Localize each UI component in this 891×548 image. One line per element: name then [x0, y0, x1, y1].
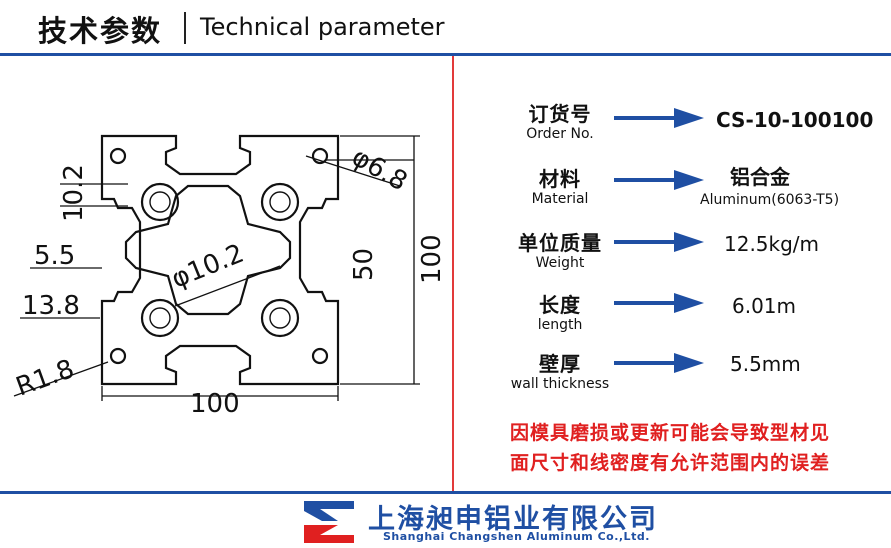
profile-drawing: 100 100 50 φ6.8 10.2 5.5 13.8 R1.8 φ10.2 — [12, 134, 447, 419]
dim-center-hole: φ10.2 — [167, 239, 248, 295]
param-cn: 长度 — [539, 293, 581, 317]
param-value-order: CS-10-100100 — [716, 108, 874, 132]
param-en: Material — [531, 191, 589, 207]
param-cn: 单位质量 — [518, 231, 602, 255]
param-value-material: 铝合金 — [730, 165, 790, 189]
arrow-icon — [614, 232, 704, 252]
company-name-cn: 上海昶申铝业有限公司 — [368, 504, 658, 535]
dim-width: 100 — [190, 389, 240, 419]
dim-slot: 13.8 — [22, 291, 80, 321]
dim-slot-top: 10.2 — [59, 164, 89, 222]
param-cn: 壁厚 — [539, 352, 581, 376]
title-separator — [184, 12, 186, 44]
vertical-divider — [452, 56, 454, 492]
arrow-icon — [614, 353, 704, 373]
param-label-order: 订货号 Order No. — [510, 103, 610, 143]
dim-hole: φ6.8 — [347, 142, 413, 197]
param-label-length: 长度 length — [510, 294, 610, 334]
note-line-1: 因模具磨损或更新可能会导致型材见 — [509, 422, 830, 444]
param-en: wall thickness — [510, 376, 610, 392]
param-value-weight: 12.5kg/m — [724, 232, 820, 256]
company-name-en: Shanghai Changshen Aluminum Co.,Ltd. — [383, 530, 650, 543]
note-line-2: 面尺寸和线密度有允许范围内的误差 — [509, 452, 830, 474]
param-en: length — [537, 317, 583, 333]
bottom-divider — [0, 491, 891, 494]
profile-cavity — [124, 184, 292, 316]
param-cn: 订货号 — [528, 102, 592, 126]
profile-outline — [100, 134, 340, 386]
param-value-material-sub: Aluminum(6063-T5) — [700, 192, 840, 208]
company-logo-icon — [304, 501, 354, 543]
param-en: Weight — [535, 255, 585, 271]
param-value-wall: 5.5mm — [730, 352, 801, 376]
dim-inner: 50 — [349, 248, 379, 281]
arrow-icon — [614, 108, 704, 128]
page-title: 技术参数 — [38, 14, 163, 48]
top-divider — [0, 53, 891, 56]
param-label-wall: 壁厚 wall thickness — [490, 353, 630, 393]
param-label-material: 材料 Material — [510, 168, 610, 208]
arrow-icon — [614, 293, 704, 313]
param-en: Order No. — [526, 126, 594, 142]
tolerance-note: 因模具磨损或更新可能会导致型材见 面尺寸和线密度有允许范围内的误差 — [470, 418, 870, 478]
dim-radius: R1.8 — [12, 354, 78, 403]
param-label-weight: 单位质量 Weight — [510, 232, 610, 272]
header: 技术参数 Technical parameter — [0, 0, 891, 54]
arrow-icon — [614, 170, 704, 190]
param-cn: 材料 — [539, 167, 581, 191]
dim-wall: 5.5 — [34, 241, 75, 271]
page-subtitle: Technical parameter — [200, 13, 445, 41]
dim-height: 100 — [417, 234, 447, 284]
param-value-length: 6.01m — [732, 294, 797, 318]
